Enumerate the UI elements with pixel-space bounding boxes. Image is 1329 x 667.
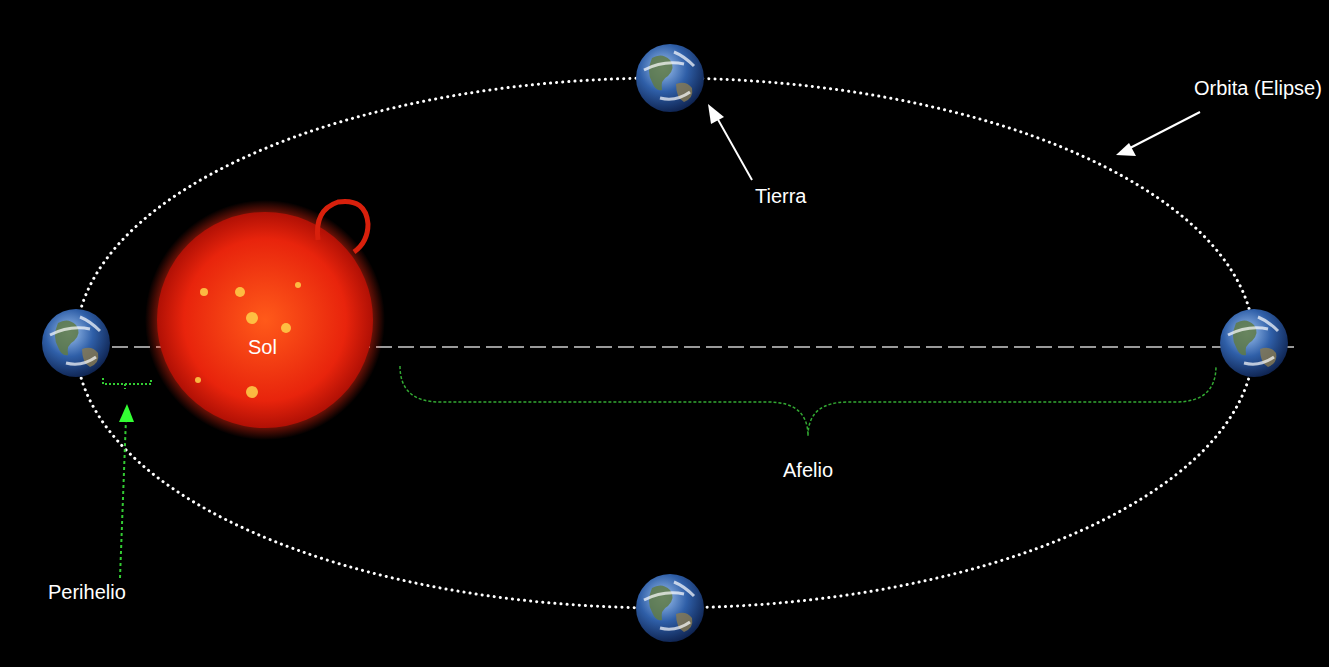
perihelion-label: Perihelio (48, 580, 126, 604)
orbit-label: Orbita (Elipse) (1194, 76, 1322, 100)
earth-label: Tierra (755, 184, 806, 208)
sun-node: Sol (248, 336, 277, 359)
sun-name: Sol (248, 336, 277, 359)
aphelion-label: Afelio (783, 458, 833, 482)
